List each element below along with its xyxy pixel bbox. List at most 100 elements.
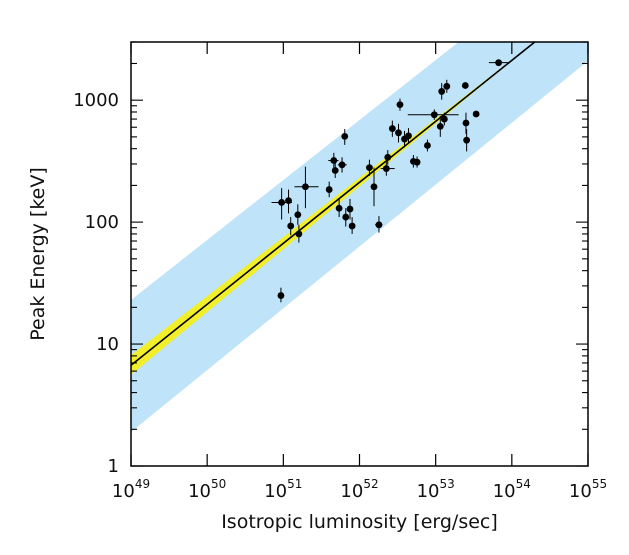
y-axis-title: Peak Energy [keV] [27, 167, 49, 341]
data-point-3 [285, 189, 292, 214]
x-tick-base: 10 [340, 481, 363, 502]
scatter-band [131, 42, 588, 433]
point-marker [341, 132, 349, 140]
x-tick-exponent: 54 [516, 477, 531, 491]
data-point-15 [346, 198, 354, 220]
bands-layer [131, 42, 588, 433]
fit-line [131, 42, 536, 366]
data-point-38 [472, 110, 480, 118]
point-marker [384, 153, 392, 161]
data-point-26 [405, 128, 412, 144]
x-tick-label: 1052 [340, 477, 378, 502]
data-point-18 [370, 167, 378, 207]
x-tick-base: 10 [569, 481, 592, 502]
x-axis-title: Isotropic luminosity [erg/sec] [221, 511, 498, 533]
point-marker [348, 222, 356, 230]
x-tick-exponent: 55 [592, 477, 607, 491]
data-point-34 [443, 79, 451, 93]
data-point-5 [294, 204, 302, 225]
data-point-7 [294, 166, 319, 209]
point-marker [436, 122, 444, 130]
point-marker [277, 292, 285, 299]
data-point-4 [287, 217, 295, 236]
data-point-35 [461, 82, 469, 89]
x-tick-base: 10 [264, 481, 287, 502]
point-marker [495, 59, 502, 67]
point-marker [335, 204, 343, 212]
point-marker [395, 129, 402, 137]
data-point-11 [335, 198, 343, 218]
data-point-10 [331, 162, 339, 179]
point-marker [443, 82, 451, 90]
x-tick-exponent: 51 [287, 477, 302, 491]
data-point-13 [341, 129, 349, 145]
point-marker [278, 199, 286, 206]
point-marker [330, 157, 338, 164]
point-marker [346, 205, 354, 213]
point-marker [472, 110, 480, 118]
point-marker [461, 82, 469, 89]
point-marker [463, 136, 471, 144]
point-marker [302, 183, 309, 191]
x-tick-label: 1054 [493, 477, 531, 502]
data-point-1 [277, 287, 285, 303]
data-point-30 [407, 109, 459, 120]
y-tick-label: 1 [108, 456, 119, 477]
axis-ticks [130, 41, 589, 467]
x-tick-label: 1049 [112, 477, 150, 502]
x-tick-base: 10 [417, 481, 440, 502]
point-marker [294, 211, 302, 219]
point-marker [342, 213, 350, 221]
data-point-33 [440, 112, 448, 126]
point-marker [375, 221, 383, 229]
point-marker [325, 186, 333, 193]
point-marker [405, 132, 412, 140]
point-marker [370, 183, 378, 191]
data-point-24 [396, 98, 404, 111]
data-point-21 [384, 150, 392, 165]
data-point-37 [463, 129, 471, 152]
data-point-6 [295, 224, 303, 243]
data-point-12 [337, 157, 347, 173]
x-tick-label: 1055 [569, 477, 607, 502]
data-point-31 [436, 116, 444, 137]
fit-band [131, 42, 535, 375]
point-marker [285, 197, 292, 205]
point-marker [438, 88, 446, 95]
data-point-14 [342, 208, 350, 227]
data-point-20 [380, 160, 395, 176]
y-tick-label: 1000 [73, 90, 119, 111]
data-point-22 [388, 120, 396, 137]
point-marker [338, 161, 346, 169]
x-tick-label: 1053 [417, 477, 455, 502]
x-tick-exponent: 53 [439, 477, 454, 491]
data-point-29 [424, 139, 431, 152]
point-marker [331, 167, 339, 174]
y-tick-label: 100 [85, 212, 119, 233]
point-marker [424, 142, 431, 149]
data-point-36 [462, 112, 470, 134]
x-tick-base: 10 [493, 481, 516, 502]
data-point-39 [488, 59, 509, 67]
data-point-8 [325, 181, 333, 198]
x-tick-exponent: 52 [363, 477, 378, 491]
x-tick-label: 1051 [264, 477, 302, 502]
x-tick-exponent: 50 [211, 477, 226, 491]
data-point-16 [348, 217, 356, 234]
data-point-19 [375, 216, 383, 233]
point-marker [295, 230, 303, 238]
point-marker [366, 164, 373, 171]
point-marker [388, 125, 396, 132]
y-tick-label: 10 [96, 334, 119, 355]
point-marker [462, 119, 470, 127]
x-tick-base: 10 [188, 481, 211, 502]
point-marker [287, 222, 295, 230]
points-layer [271, 59, 509, 303]
data-point-23 [395, 123, 402, 143]
x-tick-base: 10 [112, 481, 135, 502]
point-marker [440, 115, 448, 123]
point-marker [382, 165, 390, 172]
